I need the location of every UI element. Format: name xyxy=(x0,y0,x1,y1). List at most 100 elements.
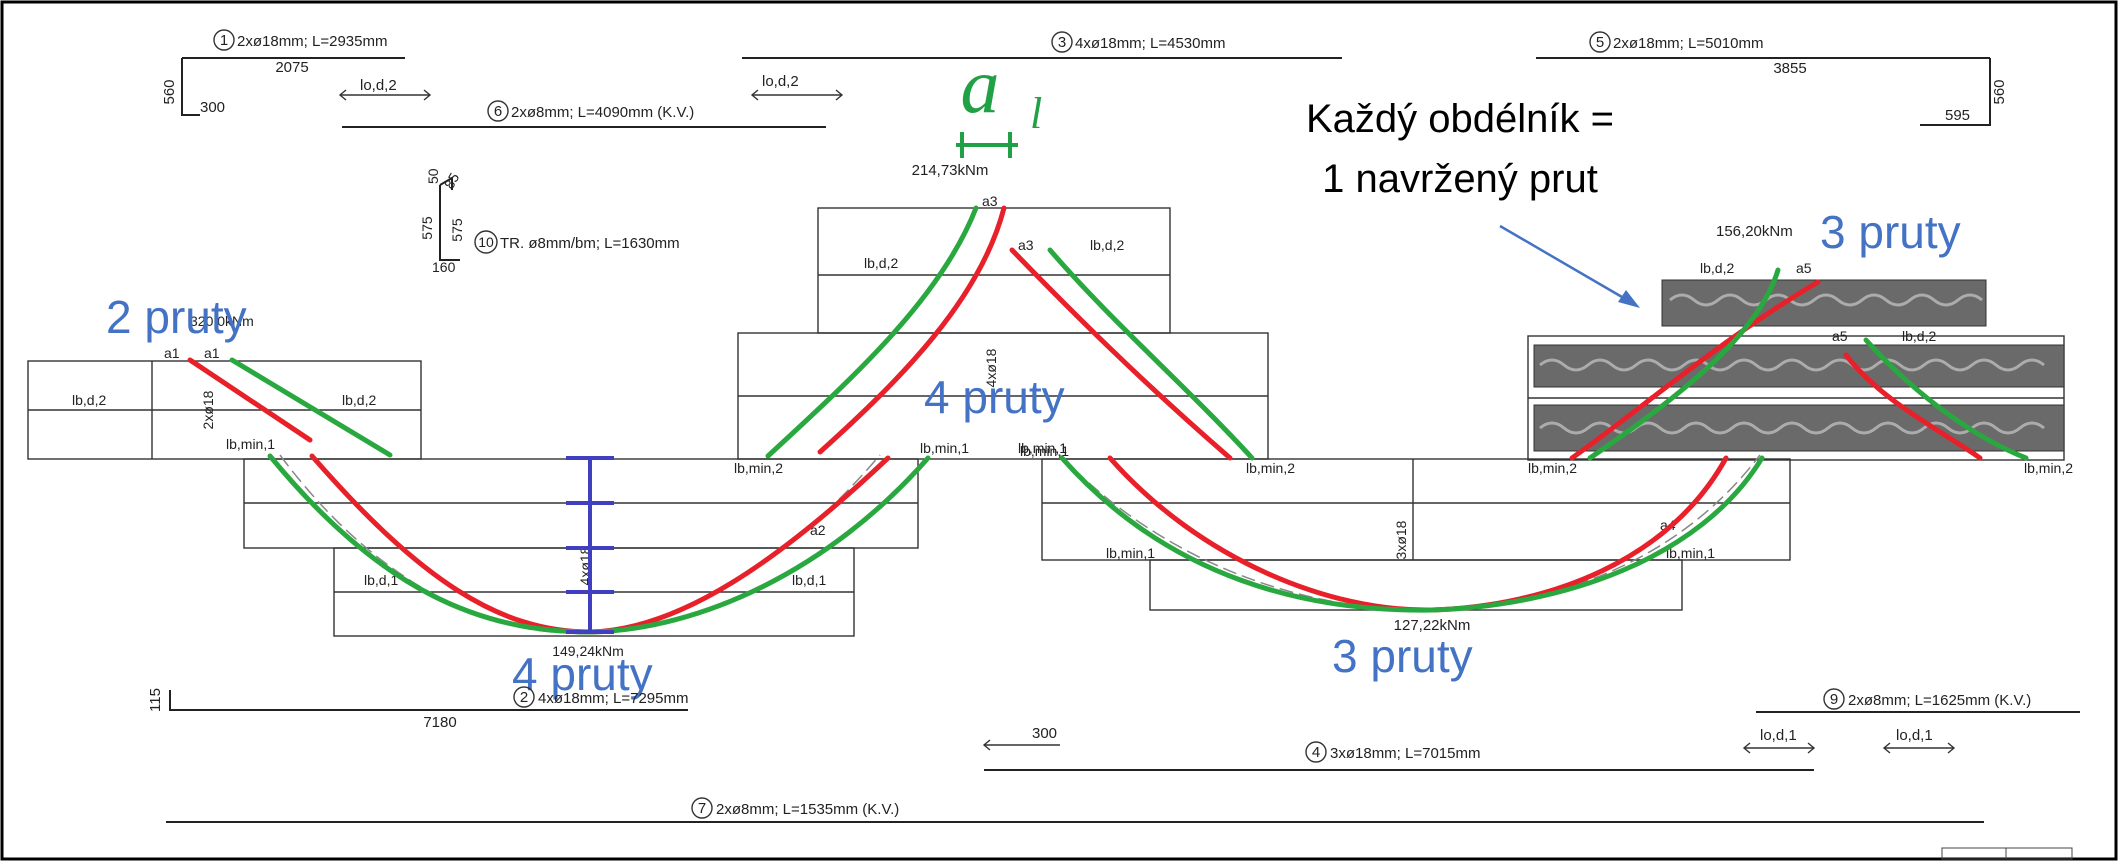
dim-7180: 7180 xyxy=(423,714,456,731)
label-4-pruty-top: 4 pruty xyxy=(924,371,1065,423)
label-a3b: a3 xyxy=(1018,237,1034,253)
label-2-pruty: 2 pruty xyxy=(106,291,247,343)
block-left-top xyxy=(27,360,422,460)
dim-560-right: 560 xyxy=(1991,79,2008,104)
dim-160: 160 xyxy=(432,259,456,275)
bar-marker-9-num: 9 xyxy=(1830,691,1838,708)
moment-214: 214,73kNm xyxy=(912,162,989,179)
bar-marker-10-num: 10 xyxy=(478,234,494,250)
bar-marker-4 xyxy=(1305,741,1327,763)
bar-4-label: 3xø18mm; L=7015mm xyxy=(1330,745,1480,762)
note-line-1: Každý obdélník = xyxy=(1306,97,1614,141)
label-a5a: a5 xyxy=(1796,260,1812,276)
label-lbmin2-d: lb,min,2 xyxy=(2024,460,2073,476)
label-lbd2-rt2: lb,d,2 xyxy=(1902,328,1936,344)
label-lbmin1-b: lb,min,1 xyxy=(920,440,969,456)
bar-marker-5-num: 5 xyxy=(1596,34,1604,51)
bar-marker-1-num: 1 xyxy=(220,32,228,49)
label-a1b: a1 xyxy=(204,345,220,361)
blue-bar-indicator xyxy=(566,456,614,634)
label-3x18: 3xø18 xyxy=(1393,520,1409,559)
bar-marker-7 xyxy=(691,797,713,819)
bar-1-label: 2xø18mm; L=2935mm xyxy=(237,33,387,50)
label-lbd2-ct2: lb,d,2 xyxy=(1090,237,1124,253)
dim-85: 85 xyxy=(441,170,463,192)
label-lbd1-b: lb,d,1 xyxy=(792,572,826,588)
lap-lod2-mid xyxy=(750,89,844,101)
al-subscript: l xyxy=(1030,89,1042,138)
label-a5b: a5 xyxy=(1832,328,1848,344)
label-lbmin1-f: lb,min,1 xyxy=(1020,443,1069,459)
label-lod1-a: lo,d,1 xyxy=(1760,727,1797,744)
label-lod2-left: lo,d,2 xyxy=(360,77,397,94)
bar-marker-3-num: 3 xyxy=(1058,34,1066,51)
label-3-pruty-bottom: 3 pruty xyxy=(1332,630,1473,682)
lap-lod1-b xyxy=(1882,742,1956,754)
label-lbmin1-a: lb,min,1 xyxy=(226,436,275,452)
label-lbd2-lt2: lb,d,2 xyxy=(342,392,376,408)
label-3-pruty-right: 3 pruty xyxy=(1820,206,1961,258)
bar-3-label: 4xø18mm; L=4530mm xyxy=(1075,35,1225,52)
bar-marker-6-num: 6 xyxy=(494,103,502,120)
label-4x18-top: 4xø18 xyxy=(983,348,999,387)
lap-lod2-left xyxy=(338,89,432,101)
bar-6-label: 2xø8mm; L=4090mm (K.V.) xyxy=(511,104,694,121)
label-lod2-mid: lo,d,2 xyxy=(762,73,799,90)
bar-marker-10 xyxy=(474,230,498,254)
label-lbmin2-b: lb,min,2 xyxy=(1246,460,1295,476)
bar-marker-5 xyxy=(1589,31,1611,53)
bar-10-label: TR. ø8mm/bm; L=1630mm xyxy=(500,235,680,252)
dim-3855: 3855 xyxy=(1773,60,1806,77)
dim-300-left: 300 xyxy=(200,99,225,116)
dim-2075: 2075 xyxy=(275,59,308,76)
bar-marker-7-num: 7 xyxy=(698,800,706,817)
bar-marker-2-num: 2 xyxy=(520,689,528,706)
bar-5-shape xyxy=(1536,57,1991,126)
bar-marker-9 xyxy=(1823,688,1845,710)
bar-2-shape xyxy=(169,690,688,711)
moment-curve-right xyxy=(1059,454,1761,611)
bar-marker-2 xyxy=(513,686,535,708)
bar-1-shape xyxy=(181,57,405,116)
title-block xyxy=(1941,847,2073,860)
dim-115: 115 xyxy=(147,688,164,712)
label-lbd2-lt1: lb,d,2 xyxy=(72,392,106,408)
lap-lod1-a xyxy=(1742,742,1816,754)
bar-2-label: 4xø18mm; L=7295mm xyxy=(538,690,688,707)
dim-560-left: 560 xyxy=(161,79,178,104)
moment-320: 320,0kNm xyxy=(190,313,254,329)
block-right-top xyxy=(1527,335,2065,461)
label-lbmin2-a: lb,min,2 xyxy=(734,460,783,476)
bar-marker-6 xyxy=(487,100,509,122)
moment-127: 127,22kNm xyxy=(1394,617,1471,634)
dim-300-bottom: 300 xyxy=(1032,725,1057,742)
dim-595: 595 xyxy=(1945,107,1970,124)
label-lod1-b: lo,d,1 xyxy=(1896,727,1933,744)
label-lbd2-ct1: lb,d,2 xyxy=(864,255,898,271)
block-right-bottom xyxy=(1041,458,1791,611)
bar-marker-4-num: 4 xyxy=(1312,744,1320,761)
al-symbol: a xyxy=(961,42,1000,129)
note-line-2: 1 navržený prut xyxy=(1322,157,1598,201)
label-lbmin1-e: lb,min,1 xyxy=(1666,545,1715,561)
moment-156: 156,20kNm xyxy=(1716,223,1793,240)
rebar-icon xyxy=(1533,279,2065,452)
label-lbd2-rt1: lb,d,2 xyxy=(1700,260,1734,276)
moment-149: 149,24kNm xyxy=(552,643,624,659)
bar-7-label: 2xø8mm; L=1535mm (K.V.) xyxy=(716,801,899,818)
label-lbmin2-c: lb,min,2 xyxy=(1528,460,1577,476)
dim-575-a: 575 xyxy=(419,216,435,240)
al-dimension xyxy=(956,132,1018,158)
label-a1a: a1 xyxy=(164,345,180,361)
label-4-pruty-bottom: 4 pruty xyxy=(512,648,653,700)
bar-9-label: 2xø8mm; L=1625mm (K.V.) xyxy=(1848,692,2031,709)
arrow-icon xyxy=(1499,224,1640,308)
dim-575-b: 575 xyxy=(449,218,465,242)
bar-5-label: 2xø18mm; L=5010mm xyxy=(1613,35,1763,52)
stirrup-shape xyxy=(439,176,460,261)
lap-300 xyxy=(982,739,1060,751)
label-2x18: 2xø18 xyxy=(200,390,216,429)
label-lbmin1-d: lb,min,1 xyxy=(1106,545,1155,561)
